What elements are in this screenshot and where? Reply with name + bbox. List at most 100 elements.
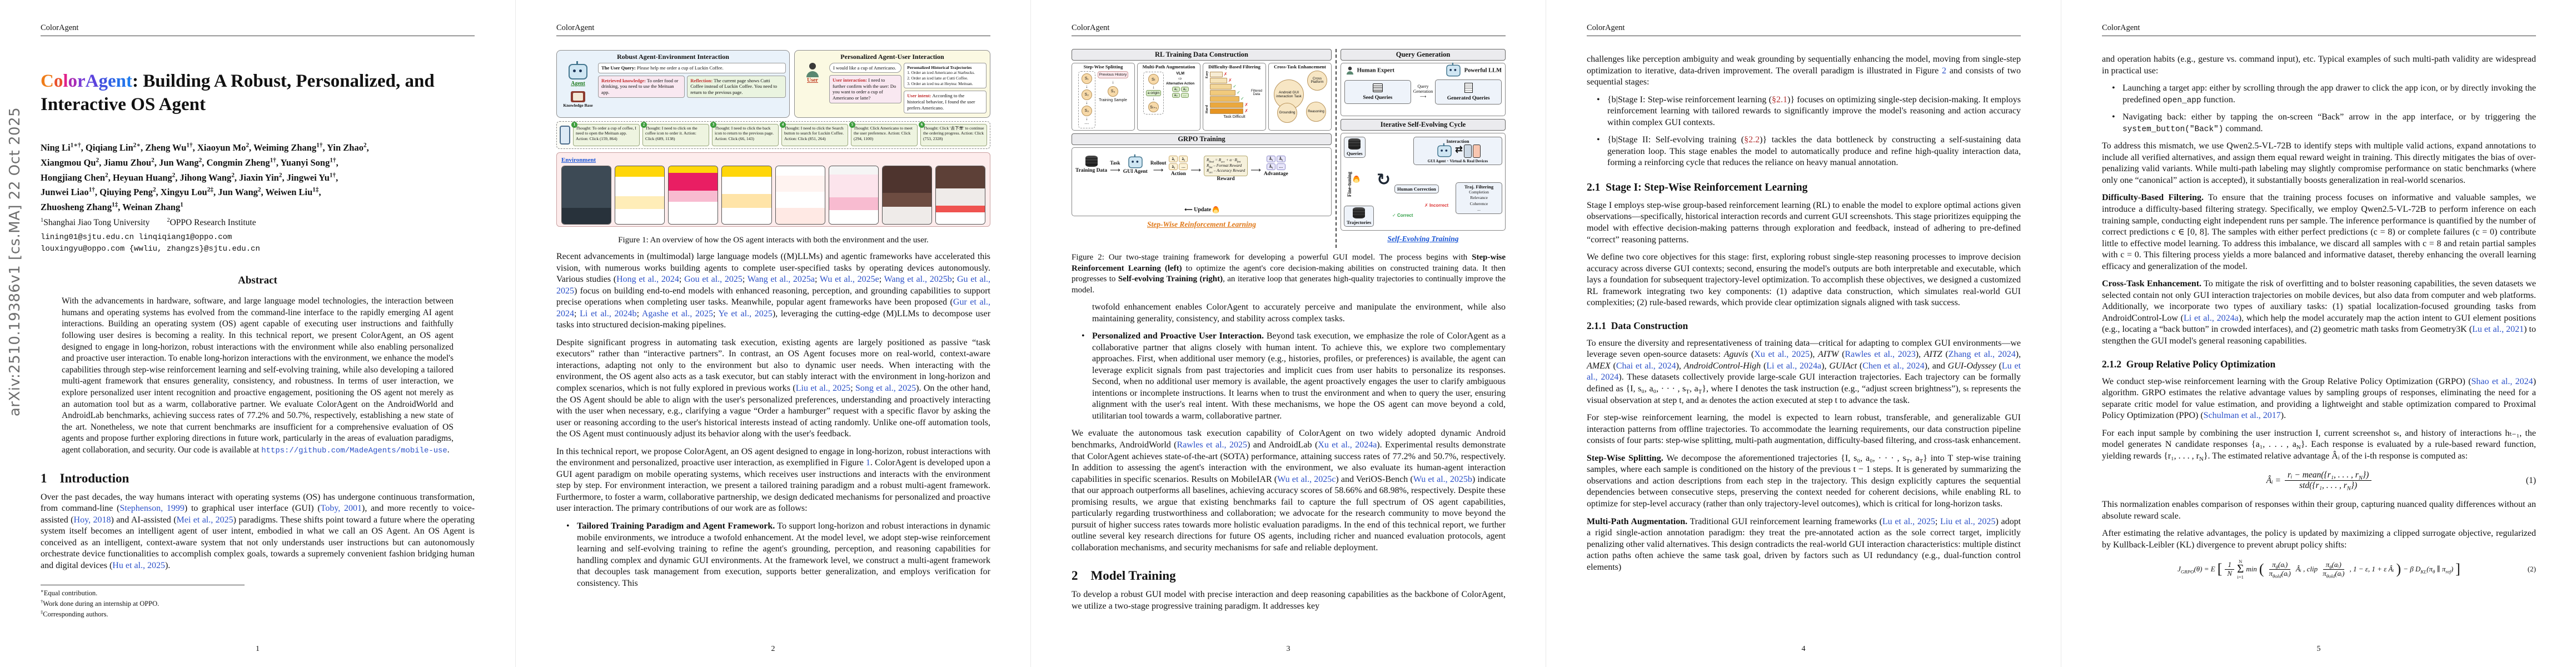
page-2: ColorAgent Robust Agent-Environment Inte… (515, 0, 1030, 667)
virtual-device-icon (1463, 145, 1472, 158)
running-header: ColorAgent (41, 23, 79, 32)
user-utterance: I would like a cup of Americano. (829, 63, 902, 73)
paragraph: Despite significant progress in automati… (556, 337, 991, 439)
author-emails: lining01@sjtu.edu.cn linqiqiang1@oppo.co… (41, 232, 260, 254)
citation-link[interactable]: Hu et al., 2025 (112, 560, 165, 570)
citation-link[interactable]: Wu et al., 2025b (1413, 474, 1472, 484)
correct-label: ✓ Correct (1392, 213, 1413, 218)
fig1-environment-strip: Environment (556, 152, 990, 227)
citation-link[interactable]: Gu et al., 2025 (556, 275, 991, 296)
query-generation-header: Query Generation (1341, 49, 1506, 61)
citation-link[interactable]: Li et al., 2024a (2183, 313, 2239, 323)
citation-link[interactable]: Liu et al., 2025 (795, 384, 851, 394)
citation-link[interactable]: Xu et al., 2024a (1318, 440, 1377, 450)
paragraph: Recent advancements in (multimodal) larg… (556, 252, 991, 330)
page-number: 5 (2316, 645, 2321, 653)
citation-link[interactable]: Toby, 2001 (320, 504, 362, 514)
footnote-line: ‡Corresponding authors. (41, 609, 108, 618)
url-link[interactable]: https://github.com/MadeAgents/mobile-use (261, 446, 447, 456)
section-ref[interactable]: §2.2 (1744, 135, 1760, 145)
citation-link[interactable]: Shao et al., 2024 (2471, 376, 2533, 386)
citation-link[interactable]: Zhang et al., 2024 (1948, 350, 2016, 360)
cross-platform-node: Cross Platform (1307, 71, 1327, 91)
previous-history-box: Previous History (1097, 71, 1129, 79)
citation-link[interactable]: Schulman et al., 2017 (2203, 411, 2281, 421)
paragraph: This normalization enables comparison of… (2102, 500, 2536, 521)
citation-link[interactable]: Song et al., 2025 (855, 384, 916, 394)
paragraph: We define two core objectives for this s… (1587, 252, 2021, 308)
running-header: ColorAgent (556, 23, 595, 32)
citation-link[interactable]: Wu et al., 2025e (819, 275, 879, 285)
citation-link[interactable]: Ye et al., 2025 (718, 308, 773, 318)
citation-link[interactable]: 2 (1941, 66, 1946, 76)
citation-link[interactable]: Wu et al., 2025c (1277, 474, 1336, 484)
fig1-user-panel: Personalized Agent-User Interaction User… (794, 50, 990, 118)
running-header: ColorAgent (1587, 23, 1625, 32)
section-heading: 2 Model Training (1072, 569, 1176, 583)
step-number-badge: 4 (780, 122, 786, 128)
citation-link[interactable]: Lu et al., 2021 (2472, 325, 2524, 335)
step-wise-rl-label: Step-Wise Reinforcement Learning (1147, 220, 1256, 228)
citation-link[interactable]: Gou et al., 2025 (684, 275, 743, 285)
query-generation-panel: Human Expert Powerful LLM Seed Queries Q… (1341, 62, 1506, 116)
citation-link[interactable]: Li et al., 2024b (580, 308, 637, 318)
citation-link[interactable]: Chen et al., 2024 (1862, 361, 1925, 371)
citation-link[interactable]: Rawles et al., 2025 (1177, 440, 1247, 450)
figure-2-caption: Figure 2: Our two-stage training framewo… (1072, 253, 1506, 295)
citation-link[interactable]: Xu et al., 2025 (1754, 350, 1810, 360)
citation-link[interactable]: Lu et al., 2025 (1882, 516, 1935, 526)
citation-link[interactable]: Mei et al., 2025 (176, 515, 233, 525)
author-line: Junwei Liao1†, Qiuying Peng2, Xingyu Lou… (41, 186, 321, 198)
gui-agent-icon (1128, 154, 1143, 168)
paragraph: We conduct step-wise reinforcement learn… (2102, 376, 2537, 421)
citation-link[interactable]: Lu et al., 2024 (1587, 361, 2021, 382)
page-3: ColorAgent RL Training Data Construction… (1030, 0, 1546, 667)
paragraph: To address this mismatch, we use Qwen2.5… (2102, 141, 2536, 185)
phone-screenshot (561, 166, 612, 225)
running-header: ColorAgent (1072, 23, 1110, 32)
flame-icon (1353, 176, 1359, 183)
phone-screenshot (668, 166, 719, 225)
update-label: ⟵ Update (1072, 206, 1331, 213)
section-heading: 2.1.2 Group Relative Policy Optimization (2102, 358, 2276, 370)
citation-link[interactable]: Rawles et al., 2023 (1845, 350, 1916, 360)
step-number-badge: 3 (710, 122, 716, 128)
citation-link[interactable]: Wang et al., 2025a (747, 275, 815, 285)
citation-link[interactable]: Stephenson, 1999 (119, 504, 185, 514)
database-icon (1085, 156, 1098, 167)
citation-link[interactable]: Li et al., 2024a (1766, 361, 1822, 371)
powerful-llm-icon (1446, 62, 1461, 77)
section-heading: 2.1.1 Data Construction (1587, 320, 1688, 331)
self-evolving-cycle-header: Iterative Self-Evolving Cycle (1341, 119, 1506, 131)
thought-box: 4 Thought: I need to click the Search bu… (780, 122, 848, 146)
phone-screenshot (881, 166, 932, 225)
section-heading-introduction: 1 Introduction (41, 471, 129, 485)
paper-title: ColorAgent: Building A Robust, Personali… (41, 71, 435, 115)
citation-link[interactable]: Hong et al., 2024 (616, 275, 679, 285)
filter-criterion: Relevance (1470, 195, 1488, 201)
citation-link[interactable]: Wang et al., 2025b (884, 275, 952, 285)
paragraph: For step-wise reinforcement learning, th… (1587, 413, 2021, 446)
real-device-icon (1472, 145, 1481, 158)
page5-body: and operation habits (e.g., gesture vs. … (2102, 54, 2537, 580)
citation-link[interactable]: Liu et al., 2025 (1940, 516, 1996, 526)
step-number-badge: 6 (919, 122, 925, 128)
paragraph: twofold enhancement enables ColorAgent t… (1092, 302, 1506, 323)
cycle-arrow-icon: ↻ (1377, 171, 1391, 189)
citation-link[interactable]: Hoy, 2018 (73, 515, 111, 525)
historical-trajectories-box: Personalized Historical Trajectories 1. … (904, 63, 986, 89)
user-intent-box: User intent: According to the historical… (904, 91, 986, 113)
page3-body: twofold enhancement enables ColorAgent t… (1072, 302, 1506, 613)
trajectory-item: 2. Order an iced latte at Cutti Coffee. (907, 76, 968, 81)
phone-screenshot (935, 166, 985, 225)
citation-link[interactable]: Gur et al., 2024 (556, 297, 990, 318)
section-ref[interactable]: §2.1 (1772, 94, 1788, 104)
filter-criterion: Completion (1469, 190, 1489, 195)
paragraph: Multi-Path Augmentation. Traditional GUI… (1587, 516, 2021, 572)
paragraph: To develop a robust GUI model with preci… (1072, 590, 1506, 611)
citation-link[interactable]: Agashe et al., 2025 (641, 308, 713, 318)
intro-paragraph: Over the past decades, the way humans in… (41, 492, 475, 570)
citation-link[interactable]: 1 (865, 458, 870, 468)
citation-link[interactable]: Chai et al., 2024 (1616, 361, 1676, 371)
